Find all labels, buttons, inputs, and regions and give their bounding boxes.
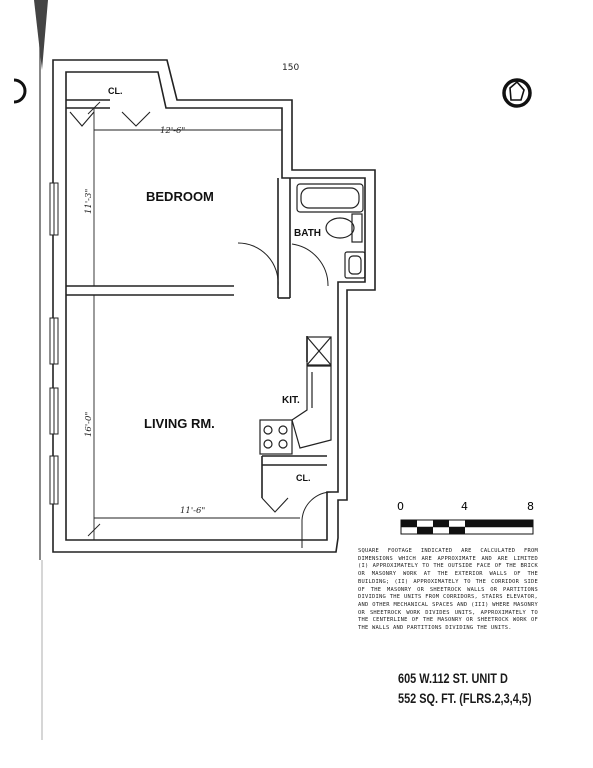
door-swings [237, 242, 333, 548]
punch-mark-left [13, 78, 27, 104]
bedroom-label: BEDROOM [146, 189, 214, 204]
dim-bedroom-depth: 11'-3" [84, 189, 94, 214]
closet-top-label: CL. [108, 86, 123, 96]
scale-tick-8: 8 [527, 500, 534, 513]
dim-living-depth: 16'-0" [84, 412, 94, 437]
unit-area: 552 SQ. FT. (FLRS.2,3,4,5) [398, 690, 532, 706]
scale-tick-4: 4 [461, 500, 468, 513]
square-footage-note: Square footage indicated are calculated … [358, 548, 538, 632]
scan-edge [34, 0, 48, 740]
bath-fixtures [296, 183, 366, 279]
dimension-lines [87, 101, 300, 540]
scale-tick-0: 0 [397, 500, 404, 513]
closet-doors [69, 111, 289, 513]
closet-bottom-label: CL. [296, 473, 311, 483]
kitchen-fixtures [259, 336, 332, 455]
dim-living-width: 11'-6" [180, 506, 205, 516]
living-room-label: LIVING RM. [144, 416, 215, 431]
unit-address: 605 W.112 ST. UNIT D [398, 670, 508, 686]
dim-bedroom-width: 12'-6" [160, 126, 185, 136]
windows [49, 182, 59, 505]
bath-label: BATH [294, 228, 321, 239]
partitions [66, 99, 327, 498]
graphic-scale: 0 4 8 [397, 500, 534, 535]
page-number: 150 [282, 63, 300, 73]
compass-mark [502, 78, 532, 108]
kitchen-label: KIT. [282, 395, 300, 406]
outer-walls [52, 59, 376, 553]
